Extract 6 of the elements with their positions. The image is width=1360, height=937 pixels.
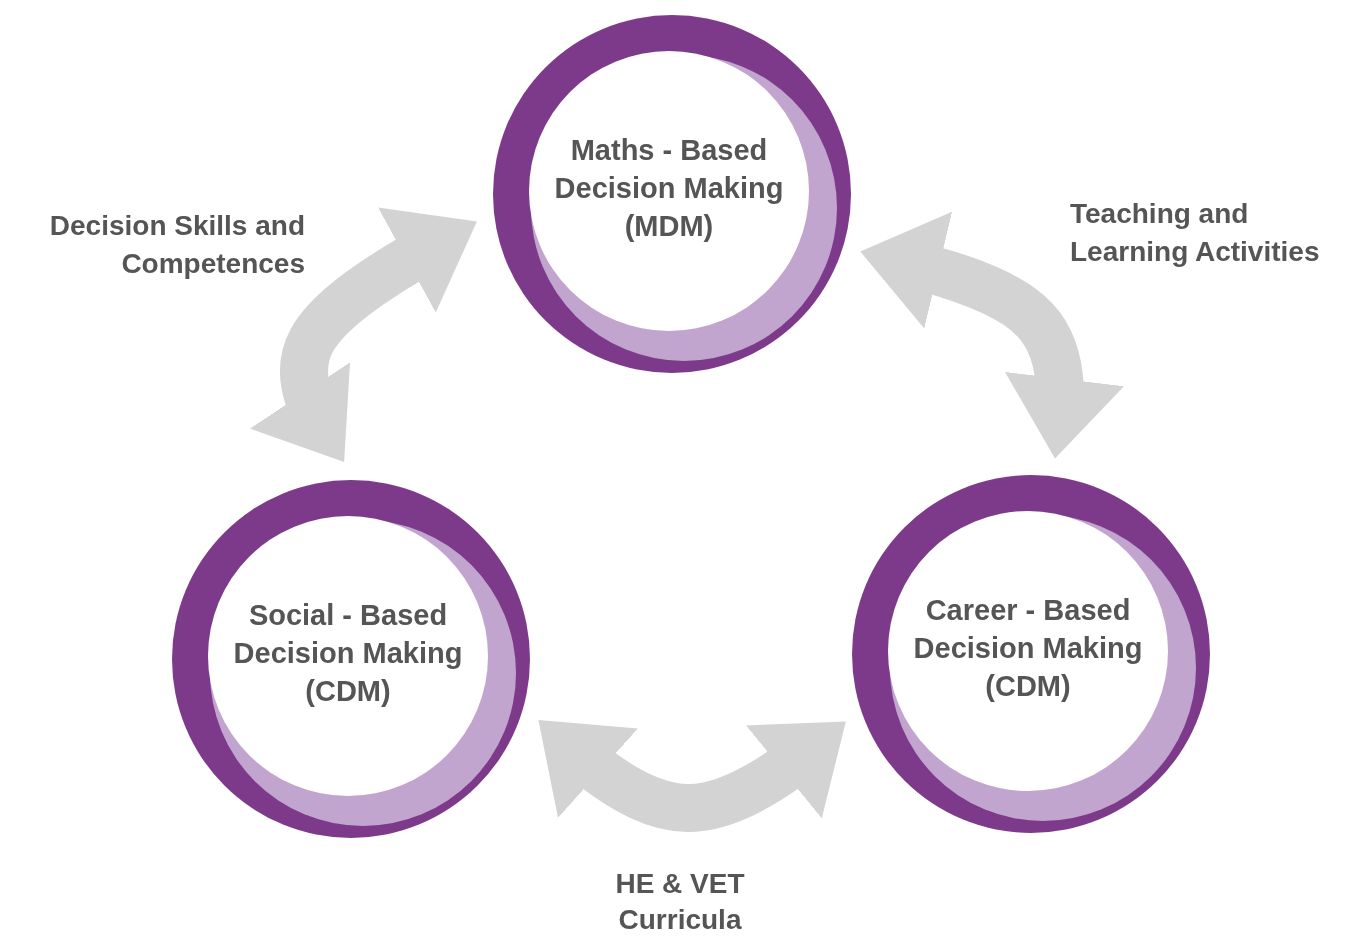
edge-label: Teaching and Learning Activities bbox=[1070, 197, 1321, 269]
edge-label: HE & VET Curricula bbox=[614, 867, 746, 937]
node-label: Career - Based Decision Making (CDM) bbox=[912, 593, 1144, 704]
node-label: Social - Based Decision Making (CDM) bbox=[232, 598, 464, 709]
node-label: Maths - Based Decision Making (MDM) bbox=[553, 133, 785, 244]
edge-label: Decision Skills and Competences bbox=[48, 209, 305, 281]
